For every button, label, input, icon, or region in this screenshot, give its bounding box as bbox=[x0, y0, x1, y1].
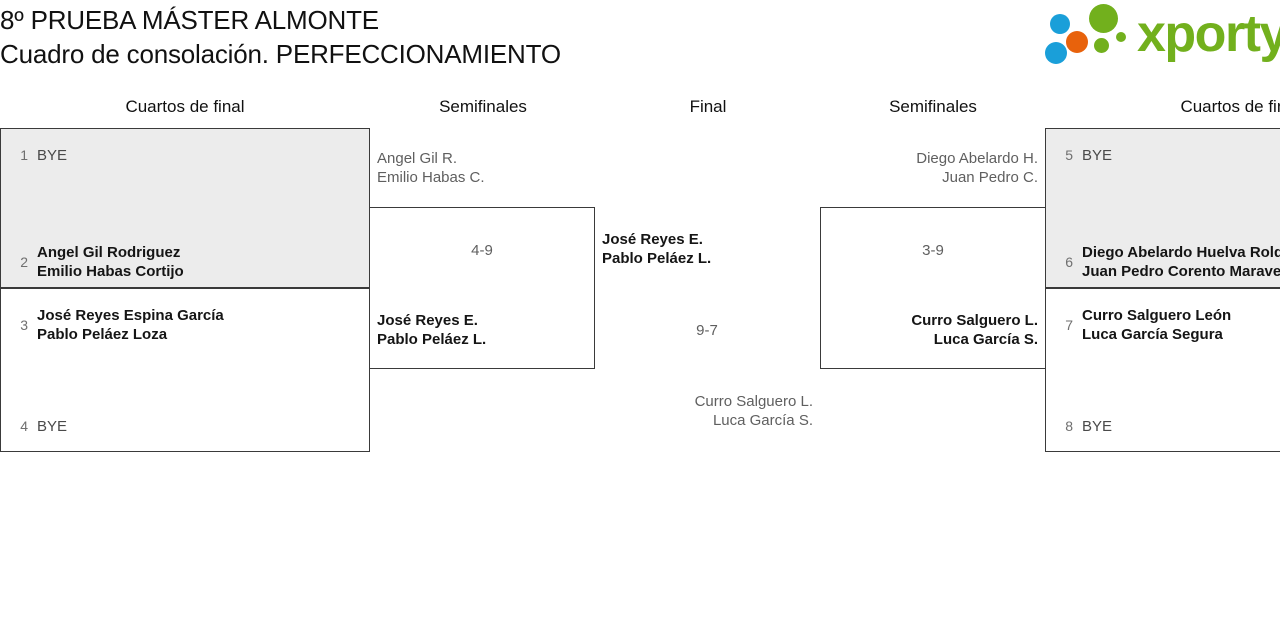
slot-seed-2[interactable]: 2 Angel Gil Rodriguez Emilio Habas Corti… bbox=[10, 243, 184, 281]
player-names: Curro Salguero León Luca García Segura bbox=[1082, 307, 1232, 343]
slot-right-sf-bottom[interactable]: Curro Salguero L. Luca García S. bbox=[838, 311, 1038, 349]
player-names: José Reyes Espina García Pablo Peláez Lo… bbox=[37, 307, 224, 343]
logo-dot-blue-icon bbox=[1050, 14, 1070, 34]
player-names: BYE bbox=[1082, 147, 1113, 164]
seed-number: 1 bbox=[20, 147, 28, 163]
slot-left-sf-bottom[interactable]: José Reyes E. Pablo Peláez L. bbox=[377, 311, 486, 349]
round-header-left-quarterfinals: Cuartos de final bbox=[125, 97, 245, 116]
match-box-right-qf-2[interactable]: 7 Curro Salguero León Luca García Segura… bbox=[1045, 288, 1280, 452]
seed-number: 7 bbox=[1065, 316, 1073, 333]
slot-seed-1[interactable]: 1 BYE bbox=[10, 146, 67, 165]
logo-dot-green-large-icon bbox=[1089, 4, 1118, 33]
tournament-name: 8º PRUEBA MÁSTER ALMONTE bbox=[0, 5, 379, 35]
player-names: José Reyes E. Pablo Peláez L. bbox=[602, 231, 712, 267]
player-names: Curro Salguero L. Luca García S. bbox=[911, 312, 1038, 348]
slot-right-sf-top[interactable]: Diego Abelardo H. Juan Pedro C. bbox=[838, 149, 1038, 187]
match-box-right-semifinal[interactable] bbox=[820, 207, 1046, 369]
player-names: BYE bbox=[37, 147, 68, 164]
slot-seed-7[interactable]: 7 Curro Salguero León Luca García Segura bbox=[1055, 306, 1231, 344]
player-names: Angel Gil R. Emilio Habas C. bbox=[377, 150, 485, 186]
player-names: BYE bbox=[1082, 418, 1113, 435]
slot-seed-4[interactable]: 4 BYE bbox=[10, 417, 67, 436]
match-box-left-semifinal[interactable] bbox=[369, 207, 595, 369]
slot-seed-6[interactable]: 6 Diego Abelardo Huelva Roldán Juan Pedr… bbox=[1055, 243, 1280, 281]
seed-number: 4 bbox=[20, 418, 28, 434]
score-final: 9-7 bbox=[696, 322, 718, 339]
seed-number: 6 bbox=[1065, 253, 1073, 270]
player-names: Angel Gil Rodriguez Emilio Habas Cortijo bbox=[37, 244, 184, 280]
tournament-subtitle: Cuadro de consolación. PERFECCIONAMIENTO bbox=[0, 39, 561, 69]
seed-number: 8 bbox=[1065, 418, 1073, 434]
page-title: 8º PRUEBA MÁSTER ALMONTE Cuadro de conso… bbox=[0, 0, 1000, 71]
player-names: José Reyes E. Pablo Peláez L. bbox=[377, 312, 487, 348]
logo-dot-blue-lower-icon bbox=[1045, 42, 1067, 64]
round-header-right-quarterfinals: Cuartos de final bbox=[1180, 97, 1280, 116]
seed-number: 5 bbox=[1065, 147, 1073, 163]
logo-dot-green-mid-icon bbox=[1094, 38, 1109, 53]
match-box-right-qf-1[interactable]: 5 BYE 6 Diego Abelardo Huelva Roldán Jua… bbox=[1045, 128, 1280, 288]
slot-seed-3[interactable]: 3 José Reyes Espina García Pablo Peláez … bbox=[10, 306, 224, 344]
logo-dot-orange-icon bbox=[1066, 31, 1088, 53]
score-right-semifinal: 3-9 bbox=[922, 242, 944, 259]
slot-final-bottom[interactable]: Curro Salguero L. Luca García S. bbox=[613, 392, 813, 430]
slot-left-sf-top[interactable]: Angel Gil R. Emilio Habas C. bbox=[377, 149, 485, 187]
round-header-right-semifinals: Semifinales bbox=[889, 97, 977, 116]
player-names: BYE bbox=[37, 418, 68, 435]
logo-dot-green-small-icon bbox=[1116, 32, 1126, 42]
round-header-final: Final bbox=[689, 97, 727, 116]
slot-seed-8[interactable]: 8 BYE bbox=[1055, 417, 1112, 436]
logo-wordmark: xporty bbox=[1137, 5, 1280, 63]
round-header-left-semifinals: Semifinales bbox=[439, 97, 527, 116]
seed-number: 2 bbox=[20, 253, 28, 270]
slot-seed-5[interactable]: 5 BYE bbox=[1055, 146, 1112, 165]
player-names: Diego Abelardo Huelva Roldán Juan Pedro … bbox=[1082, 244, 1280, 280]
match-box-left-qf-2[interactable]: 3 José Reyes Espina García Pablo Peláez … bbox=[0, 288, 370, 452]
score-left-semifinal: 4-9 bbox=[471, 242, 493, 259]
slot-final-top[interactable]: José Reyes E. Pablo Peláez L. bbox=[602, 230, 711, 268]
player-names: Diego Abelardo H. Juan Pedro C. bbox=[916, 150, 1038, 186]
player-names: Curro Salguero L. Luca García S. bbox=[694, 393, 813, 429]
xporty-logo[interactable]: xporty bbox=[1042, 2, 1280, 64]
match-box-left-qf-1[interactable]: 1 BYE 2 Angel Gil Rodriguez Emilio Habas… bbox=[0, 128, 370, 288]
seed-number: 3 bbox=[20, 316, 28, 333]
